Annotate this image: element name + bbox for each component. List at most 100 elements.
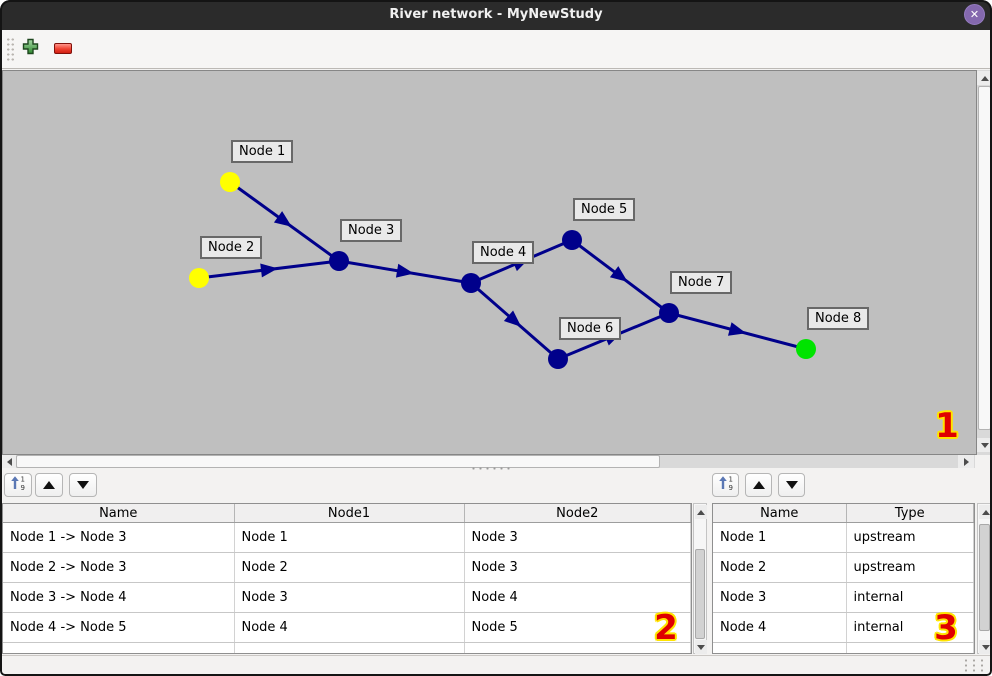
network-edge[interactable] (198, 259, 340, 280)
table-cell[interactable]: Node 3 (464, 552, 691, 583)
column-header-name[interactable]: Name (713, 504, 847, 523)
scroll-up-button[interactable] (695, 505, 707, 519)
horizontal-scroll-thumb[interactable] (16, 455, 660, 468)
nodes-move-up-button[interactable] (745, 473, 772, 497)
nodes-move-down-button[interactable] (778, 473, 805, 497)
node-label: Node 6 (559, 317, 622, 340)
close-button[interactable]: ✕ (964, 4, 985, 25)
table-cell[interactable]: internal (846, 582, 974, 613)
svg-text:1: 1 (21, 476, 25, 484)
triangle-down-icon (980, 442, 989, 448)
network-edge[interactable] (571, 238, 670, 315)
node-label: Node 7 (670, 271, 733, 294)
table-cell[interactable]: Node 1 (713, 522, 847, 553)
table-header-row: Name Node1 Node2 (3, 504, 691, 523)
scroll-down-button[interactable] (977, 438, 992, 452)
table-cell[interactable]: Node 1 -> Node 3 (3, 522, 235, 553)
table-cell[interactable]: internal (846, 612, 974, 643)
network-edge[interactable] (470, 281, 559, 361)
canvas-vertical-scrollbar[interactable] (977, 70, 992, 455)
scroll-right-button[interactable] (958, 455, 974, 468)
node-label: Node 2 (200, 236, 263, 259)
minus-icon (54, 42, 72, 54)
annotation-number: 2 (654, 608, 678, 648)
reaches-table-scrollbar[interactable] (693, 503, 707, 654)
window-title: River network - MyNewStudy (389, 7, 603, 22)
network-node[interactable] (220, 172, 240, 192)
triangle-left-icon (6, 457, 12, 466)
scroll-up-button[interactable] (977, 71, 992, 85)
column-header-name[interactable]: Name (3, 504, 235, 523)
reaches-sort-button[interactable]: 1 9 (4, 473, 32, 497)
add-button[interactable] (17, 35, 43, 61)
splitter-handle[interactable] (470, 466, 512, 471)
table-cell[interactable]: Node 5 (464, 612, 691, 643)
svg-text:1: 1 (728, 476, 732, 484)
table-cell[interactable]: Node 3 (464, 522, 691, 553)
scroll-down-button[interactable] (979, 640, 992, 654)
down-arrow-icon (785, 481, 798, 489)
table-cell[interactable]: Node 1 (234, 522, 465, 553)
table-cell[interactable]: Node 4 (234, 612, 465, 643)
network-node[interactable] (189, 268, 209, 288)
status-bar (0, 655, 992, 676)
table-cell[interactable]: Node 3 (713, 582, 847, 613)
column-header-node2[interactable]: Node2 (464, 504, 691, 523)
scroll-up-button[interactable] (979, 505, 992, 519)
network-edge[interactable] (229, 180, 340, 263)
network-edge[interactable] (668, 311, 807, 351)
table-cell[interactable]: upstream (846, 552, 974, 583)
svg-text:9: 9 (21, 484, 25, 491)
column-header-node1[interactable]: Node1 (234, 504, 465, 523)
network-node[interactable] (796, 339, 816, 359)
triangle-up-icon (697, 509, 705, 515)
table-cell[interactable]: Node 4 -> Node 5 (3, 612, 235, 643)
nodes-table-scrollbar[interactable] (977, 503, 992, 654)
table-cell[interactable]: Node 4 (713, 612, 847, 643)
canvas-horizontal-scrollbar[interactable] (2, 455, 975, 468)
nodes-sort-button[interactable]: 1 9 (712, 473, 739, 497)
network-node[interactable] (659, 303, 679, 323)
node-label: Node 8 (807, 307, 870, 330)
scroll-left-button[interactable] (2, 455, 16, 468)
scroll-thumb[interactable] (979, 524, 990, 631)
table-cell[interactable]: Node 3 -> Node 4 (3, 582, 235, 613)
network-node[interactable] (329, 251, 349, 271)
edge-arrow-icon (503, 310, 522, 327)
triangle-up-icon (980, 75, 989, 81)
table-cell[interactable]: Node 4 (464, 582, 691, 613)
svg-text:9: 9 (728, 484, 732, 491)
edge-arrow-icon (395, 263, 414, 278)
network-node[interactable] (461, 273, 481, 293)
table-cell[interactable]: Node 2 (713, 552, 847, 583)
down-arrow-icon (77, 481, 89, 489)
reaches-move-down-button[interactable] (69, 473, 97, 497)
network-node[interactable] (562, 230, 582, 250)
column-header-type[interactable]: Type (846, 504, 974, 523)
network-edge[interactable] (338, 259, 472, 285)
up-arrow-icon (752, 481, 765, 489)
resize-grip[interactable] (962, 658, 988, 673)
plus-icon (22, 38, 39, 59)
table-cell[interactable]: Node 2 -> Node 3 (3, 552, 235, 583)
scroll-thumb[interactable] (695, 549, 705, 639)
vertical-scroll-thumb[interactable] (978, 86, 991, 430)
table-cell[interactable]: Node 3 (234, 582, 465, 613)
node-label: Node 3 (340, 219, 403, 242)
title-bar[interactable]: River network - MyNewStudy ✕ (0, 0, 992, 30)
remove-button[interactable] (50, 35, 76, 61)
scroll-down-button[interactable] (695, 640, 707, 654)
reaches-move-up-button[interactable] (35, 473, 63, 497)
toolbar-drag-handle[interactable] (6, 37, 15, 62)
network-node[interactable] (548, 349, 568, 369)
table-cell[interactable]: upstream (846, 522, 974, 553)
table-cell[interactable]: Node 2 (234, 552, 465, 583)
